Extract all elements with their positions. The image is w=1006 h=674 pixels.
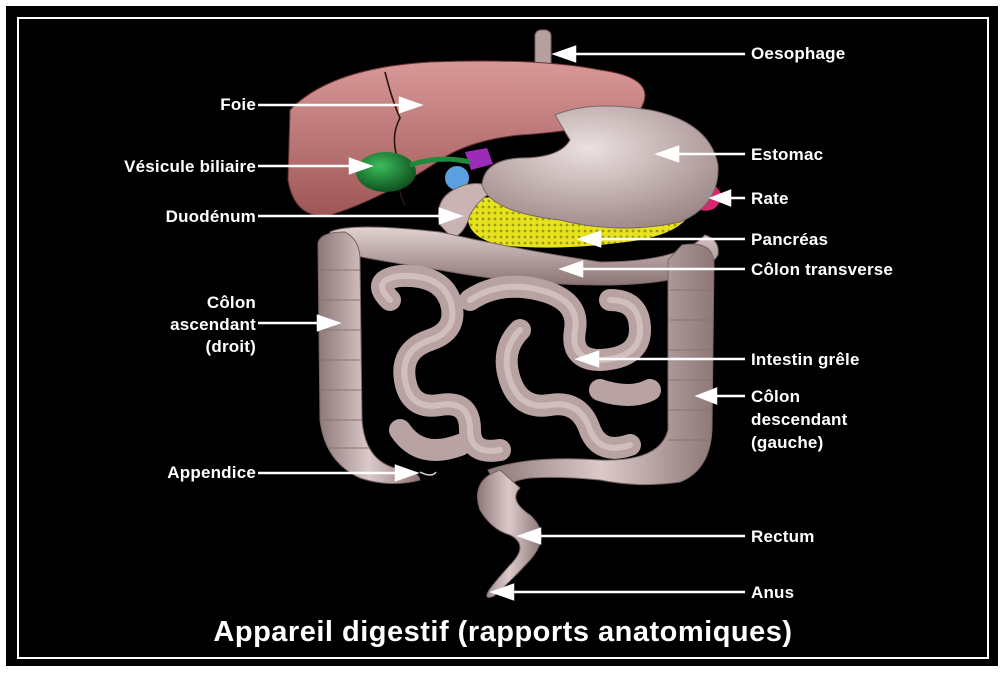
- label-anus: Anus: [751, 581, 794, 604]
- label-colon-ascendant-line2: ascendant: [80, 313, 256, 336]
- label-foie: Foie: [150, 93, 256, 116]
- label-pancreas: Pancréas: [751, 228, 828, 251]
- label-colon-ascendant-line1: Côlon: [80, 291, 256, 314]
- gallbladder-shape: [356, 152, 416, 192]
- label-duodenum: Duodénum: [60, 205, 256, 228]
- label-colon-descendant-line1: Côlon: [751, 385, 800, 408]
- label-colon-ascendant-line3: (droit): [80, 335, 256, 358]
- label-oesophage: Oesophage: [751, 42, 845, 65]
- label-estomac: Estomac: [751, 143, 823, 166]
- label-appendice: Appendice: [80, 461, 256, 484]
- diagram-title: Appareil digestif (rapports anatomiques): [0, 616, 1006, 649]
- label-rectum: Rectum: [751, 525, 815, 548]
- label-vesicule-biliaire: Vésicule biliaire: [24, 155, 256, 178]
- label-colon-transverse: Côlon transverse: [751, 258, 893, 281]
- label-rate: Rate: [751, 187, 789, 210]
- label-colon-descendant-line3: (gauche): [751, 431, 823, 454]
- label-colon-descendant-line2: descendant: [751, 408, 847, 431]
- label-intestin-grele: Intestin grêle: [751, 348, 860, 371]
